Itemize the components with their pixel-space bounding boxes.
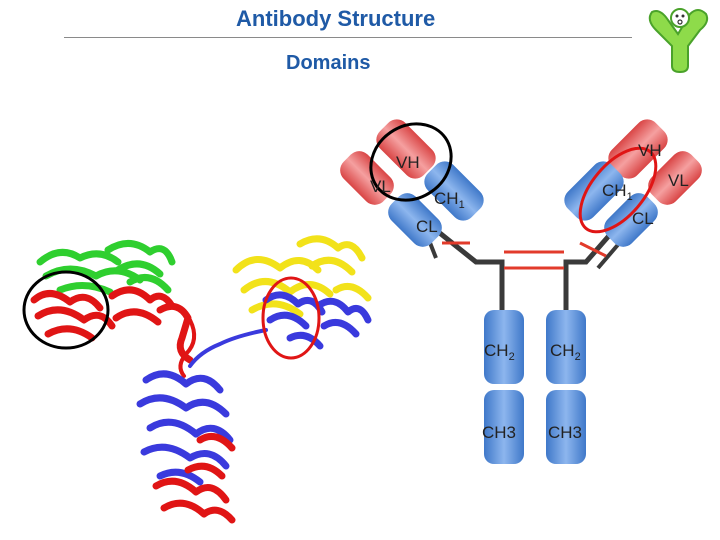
cl-domain-left [388, 193, 442, 247]
red-circle-vh-vl-right [578, 146, 658, 234]
red-linker [178, 318, 197, 378]
blue-linker [188, 328, 268, 368]
antibody-schematic [340, 119, 702, 464]
label-ch3-left: CH3 [482, 423, 516, 442]
label-cl-right: CL [632, 209, 654, 228]
label-ch2-right: CH2 [550, 341, 581, 363]
title-divider [64, 37, 632, 38]
label-vh-left: VH [396, 153, 420, 172]
ch2-domain-left [484, 310, 524, 384]
vl-domain-right [648, 151, 702, 205]
yellow-domain [232, 235, 372, 318]
label-ch2-left: CH2 [484, 341, 515, 363]
label-cl-left: CL [416, 217, 438, 236]
red-circle-ribbon [261, 276, 321, 360]
black-circle-ribbon [22, 270, 110, 350]
green-domain [36, 240, 176, 296]
label-vh-right: VH [638, 141, 662, 160]
ch3-domain-right [546, 390, 586, 464]
ch3-domain-left [484, 390, 524, 464]
label-ch1-left: CH1 [434, 189, 465, 211]
blue-domain-lower [136, 370, 234, 486]
y-figure-logo-icon [648, 8, 709, 74]
label-vl-right: VL [668, 171, 689, 190]
red-domain-lower [152, 432, 236, 524]
disulfide-bond-right [579, 241, 607, 258]
hinge-linker-right [563, 228, 616, 310]
protein-ribbon-structure [30, 235, 372, 524]
label-vl-left: VL [370, 177, 391, 196]
cl-domain-right [604, 193, 658, 247]
ch1-domain-left [424, 161, 484, 221]
label-ch3-right: CH3 [548, 423, 582, 442]
page-subtitle: Domains [286, 52, 371, 74]
black-circle-vh-vl-left [369, 122, 453, 202]
label-ch1-right: CH1 [602, 181, 633, 203]
hinge-linker-left [434, 228, 505, 310]
ch2-domain-right [546, 310, 586, 384]
vh-domain-left [376, 119, 436, 179]
page-title: Antibody Structure [236, 6, 436, 31]
red-domain-upper [30, 286, 194, 364]
ch1-domain-right [564, 161, 624, 221]
